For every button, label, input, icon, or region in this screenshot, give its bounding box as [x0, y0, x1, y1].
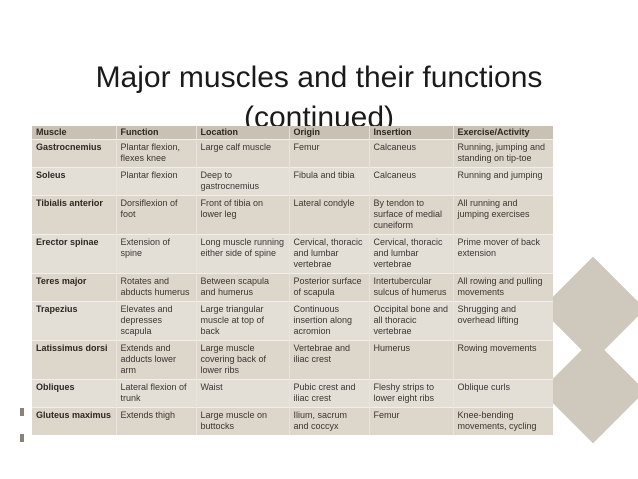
cell-function: Extends thigh — [116, 407, 197, 435]
cell-exercise: Knee-bending movements, cycling — [453, 407, 553, 435]
cell-muscle: Trapezius — [32, 301, 117, 341]
cell-function: Extends and adducts lower arm — [116, 340, 197, 380]
slide-edge-mark — [20, 434, 24, 442]
table-row: Erector spinae Extension of spine Long m… — [32, 234, 553, 274]
slide-title-line-1: Major muscles and their functions — [95, 61, 543, 94]
cell-function: Elevates and depresses scapula — [116, 301, 197, 341]
cell-insertion: By tendon to surface of medial cuneiform — [369, 195, 454, 235]
cell-insertion: Calcaneus — [369, 167, 454, 196]
cell-location: Long muscle running either side of spine — [196, 234, 290, 274]
table-row: Soleus Plantar flexion Deep to gastrocne… — [32, 167, 553, 196]
table-row: Gluteus maximus Extends thigh Large musc… — [32, 407, 553, 435]
cell-origin: Posterior surface of scapula — [289, 273, 370, 302]
header-muscle: Muscle — [32, 126, 117, 140]
cell-location: Large triangular muscle at top of back — [196, 301, 290, 341]
cell-muscle: Teres major — [32, 273, 117, 302]
cell-exercise: Running, jumping and standing on tip-toe — [453, 139, 553, 168]
cell-exercise: Rowing movements — [453, 340, 553, 380]
header-function: Function — [116, 126, 197, 140]
cell-muscle: Latissimus dorsi — [32, 340, 117, 380]
table-row: Obliques Lateral flexion of trunk Waist … — [32, 379, 553, 408]
header-origin: Origin — [289, 126, 370, 140]
cell-origin: Lateral condyle — [289, 195, 370, 235]
cell-exercise: Oblique curls — [453, 379, 553, 408]
slide-title: Major muscles and their functions (conti… — [0, 58, 638, 138]
cell-origin: Fibula and tibia — [289, 167, 370, 196]
cell-insertion: Calcaneus — [369, 139, 454, 168]
cell-muscle: Soleus — [32, 167, 117, 196]
header-exercise-activity: Exercise/Activity — [453, 126, 553, 140]
table-row: Tibialis anterior Dorsiflexion of foot F… — [32, 195, 553, 235]
cell-exercise: Running and jumping — [453, 167, 553, 196]
cell-insertion: Intertubercular sulcus of humerus — [369, 273, 454, 302]
table-row: Trapezius Elevates and depresses scapula… — [32, 301, 553, 341]
cell-muscle: Gastrocnemius — [32, 139, 117, 168]
cell-location: Large muscle covering back of lower ribs — [196, 340, 290, 380]
cell-origin: Vertebrae and iliac crest — [289, 340, 370, 380]
muscle-table-container: Muscle Function Location Origin Insertio… — [32, 126, 553, 435]
cell-function: Dorsiflexion of foot — [116, 195, 197, 235]
cell-muscle: Obliques — [32, 379, 117, 408]
cell-insertion: Humerus — [369, 340, 454, 380]
slide-edge-mark — [20, 408, 24, 416]
cell-muscle: Gluteus maximus — [32, 407, 117, 435]
cell-function: Plantar flexion, flexes knee — [116, 139, 197, 168]
cell-origin: Pubic crest and iliac crest — [289, 379, 370, 408]
cell-function: Extension of spine — [116, 234, 197, 274]
table-header-row: Muscle Function Location Origin Insertio… — [32, 126, 553, 140]
cell-function: Lateral flexion of trunk — [116, 379, 197, 408]
cell-insertion: Occipital bone and all thoracic vertebra… — [369, 301, 454, 341]
cell-location: Front of tibia on lower leg — [196, 195, 290, 235]
cell-origin: Continuous insertion along acromion — [289, 301, 370, 341]
cell-location: Deep to gastrocnemius — [196, 167, 290, 196]
cell-exercise: Shrugging and overhead lifting — [453, 301, 553, 341]
cell-insertion: Femur — [369, 407, 454, 435]
cell-origin: Femur — [289, 139, 370, 168]
table-row: Teres major Rotates and abducts humerus … — [32, 273, 553, 302]
cell-location: Between scapula and humerus — [196, 273, 290, 302]
cell-exercise: All rowing and pulling movements — [453, 273, 553, 302]
header-location: Location — [196, 126, 290, 140]
table-row: Gastrocnemius Plantar flexion, flexes kn… — [32, 139, 553, 168]
cell-muscle: Erector spinae — [32, 234, 117, 274]
cell-insertion: Fleshy strips to lower eight ribs — [369, 379, 454, 408]
cell-location: Waist — [196, 379, 290, 408]
cell-origin: Ilium, sacrum and coccyx — [289, 407, 370, 435]
cell-location: Large calf muscle — [196, 139, 290, 168]
cell-muscle: Tibialis anterior — [32, 195, 117, 235]
cell-origin: Cervical, thoracic and lumbar vertebrae — [289, 234, 370, 274]
header-insertion: Insertion — [369, 126, 454, 140]
cell-location: Large muscle on buttocks — [196, 407, 290, 435]
cell-exercise: Prime mover of back extension — [453, 234, 553, 274]
table-row: Latissimus dorsi Extends and adducts low… — [32, 340, 553, 380]
cell-exercise: All running and jumping exercises — [453, 195, 553, 235]
decorative-diamond-lower — [540, 338, 638, 444]
cell-insertion: Cervical, thoracic and lumbar vertebrae — [369, 234, 454, 274]
cell-function: Plantar flexion — [116, 167, 197, 196]
cell-function: Rotates and abducts humerus — [116, 273, 197, 302]
muscle-functions-table: Muscle Function Location Origin Insertio… — [32, 126, 553, 435]
